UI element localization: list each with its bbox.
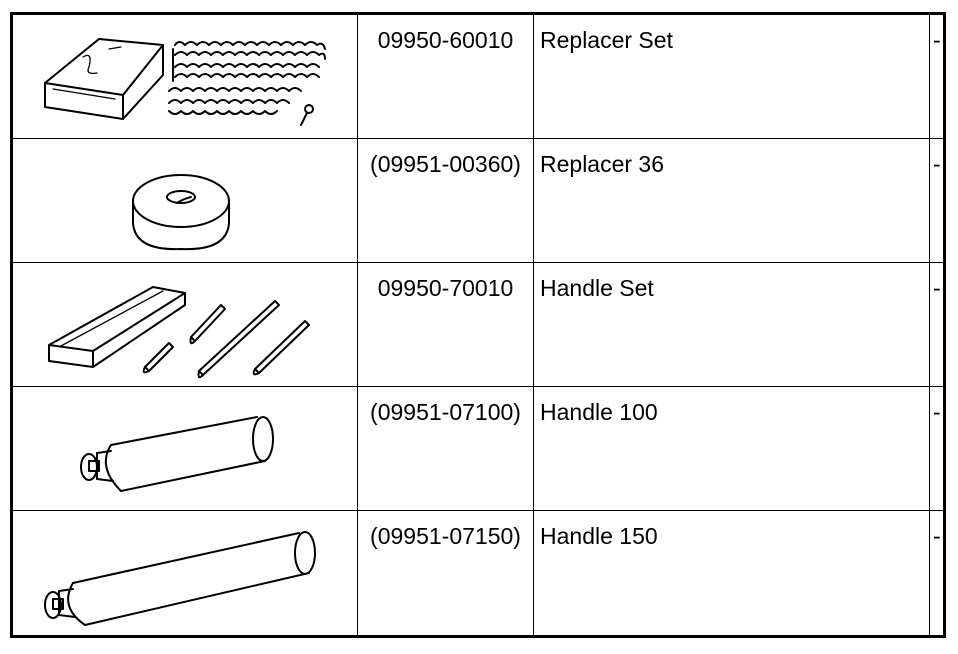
handle-set-illustration: [48, 286, 310, 379]
tool-image-cell: [13, 139, 358, 262]
part-name-cell: Handle 100: [534, 387, 930, 510]
quantity: -: [933, 151, 941, 177]
part-name: Replacer Set: [540, 27, 673, 53]
part-name: Handle 150: [540, 523, 658, 549]
quantity-cell: -: [930, 139, 943, 262]
part-name: Handle Set: [540, 275, 654, 301]
part-name-cell: Handle Set: [534, 263, 930, 386]
handle-short-illustration: [80, 416, 274, 492]
part-number: (09951-07150): [370, 523, 521, 549]
quantity: -: [933, 27, 941, 53]
part-number-cell: 09950-60010: [358, 15, 534, 138]
handle-long-illustration: [44, 531, 316, 626]
table-row: 09950-70010 Handle Set -: [13, 263, 943, 387]
quantity: -: [933, 275, 941, 301]
part-name: Replacer 36: [540, 151, 665, 177]
tool-image-cell: [13, 511, 358, 635]
part-number: 09950-60010: [377, 27, 514, 53]
part-number-cell: (09951-07100): [358, 387, 534, 510]
part-number-cell: 09950-70010: [358, 263, 534, 386]
part-number: (09951-00360): [370, 151, 521, 177]
table-row: (09951-07150) Handle 150 -: [13, 511, 943, 635]
part-name-cell: Replacer Set: [534, 15, 930, 138]
replacer-set-illustration: [44, 38, 326, 126]
quantity-cell: -: [930, 387, 943, 510]
quantity-cell: -: [930, 511, 943, 635]
special-tools-table: 09950-60010 Replacer Set - (09951-00360)…: [10, 12, 946, 638]
quantity-cell: -: [930, 15, 943, 138]
table-row: (09951-07100) Handle 100 -: [13, 387, 943, 511]
tool-image-cell: [13, 15, 358, 138]
replacer-ring-illustration: [132, 174, 230, 251]
tool-image-cell: [13, 387, 358, 510]
part-number-cell: (09951-07150): [358, 511, 534, 635]
part-name-cell: Replacer 36: [534, 139, 930, 262]
quantity: -: [933, 523, 941, 549]
part-number-cell: (09951-00360): [358, 139, 534, 262]
part-name-cell: Handle 150: [534, 511, 930, 635]
table-row: (09951-00360) Replacer 36 -: [13, 139, 943, 263]
part-name: Handle 100: [540, 399, 658, 425]
part-number: (09951-07100): [370, 399, 521, 425]
tool-image-cell: [13, 263, 358, 386]
table-row: 09950-60010 Replacer Set -: [13, 15, 943, 139]
part-number: 09950-70010: [377, 275, 514, 301]
quantity-cell: -: [930, 263, 943, 386]
quantity: -: [933, 399, 941, 425]
